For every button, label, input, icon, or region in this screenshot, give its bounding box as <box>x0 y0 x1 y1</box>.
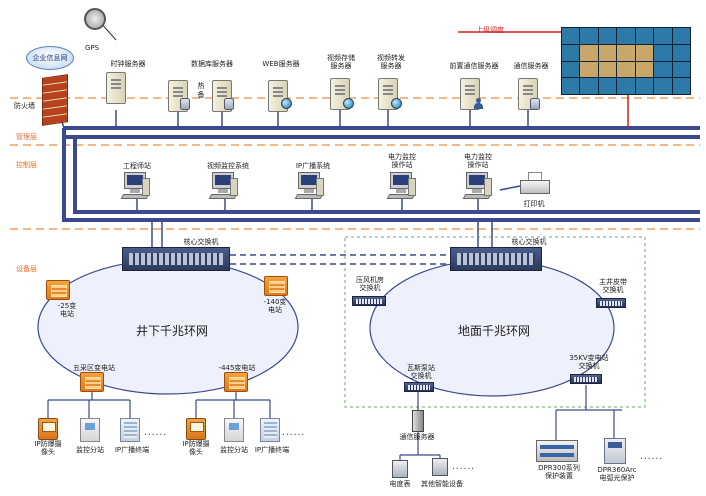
endpoint-label-station-left: 监控分站 <box>76 446 104 454</box>
cloud-icon <box>26 46 74 70</box>
server-icon-clock <box>106 72 126 104</box>
ellipsis-comm: ...... <box>452 462 476 472</box>
switch-label-fan-room: 压风机房 交换机 <box>356 276 384 292</box>
globe-icon <box>281 98 292 109</box>
upper-dispatch-label: 上级调度 <box>476 26 504 34</box>
core-switch-right-label: 核心交换机 <box>511 238 547 246</box>
layer-label-equipment: 设备层 <box>16 265 37 273</box>
printer-label: 打印机 <box>523 200 545 208</box>
layer-label-management: 管理层 <box>16 133 37 141</box>
server-label-clock: 时钟服务器 <box>110 60 146 68</box>
server-label-database: 数据库服务器 <box>191 60 233 68</box>
workstation-video <box>208 172 238 202</box>
broadcast-terminal-icon <box>260 418 280 442</box>
firewall-icon <box>42 74 68 126</box>
workstation-label-engineer: 工程师站 <box>123 162 151 170</box>
database-disk-icon <box>180 98 190 110</box>
dpr300-rack-icon <box>536 440 578 462</box>
monitor-station-icon <box>224 418 244 442</box>
database-disk-icon <box>530 98 540 110</box>
dpr300-label: DPR300系列 保护装置 <box>538 464 580 480</box>
switch-icon-gas-pump <box>404 382 434 392</box>
workstation-label-video: 视频监控系统 <box>207 162 249 170</box>
substation-icon-wucai <box>80 372 104 392</box>
satellite-dish-icon <box>84 8 106 30</box>
endpoint-label-camera-right: IP防爆摄 像头 <box>182 440 210 456</box>
substation-label-445: -445变电站 <box>218 364 256 372</box>
ground-network-boundary <box>344 236 646 408</box>
comm-server-icon <box>412 410 424 432</box>
firewall-label: 防火墙 <box>14 102 35 110</box>
workstation-label-power-1: 电力监控 操作站 <box>388 153 416 169</box>
switch-icon-35kv <box>570 374 602 384</box>
ellipsis-right: ...... <box>282 428 306 438</box>
globe-icon <box>391 98 402 109</box>
endpoint-label-broadcast-left: IP广播终端 <box>114 446 150 454</box>
dpr360-label: DPR360Arc 电弧光保护 <box>597 466 637 482</box>
server-label-video-storage: 视频存储 服务器 <box>327 54 355 70</box>
layer-label-control: 控制层 <box>16 161 37 169</box>
printer-icon <box>520 172 550 198</box>
workstation-label-power-2: 电力监控 操作站 <box>464 153 492 169</box>
ip-camera-icon <box>38 418 58 440</box>
substation-icon-445 <box>224 372 248 392</box>
endpoint-label-camera-left: IP防爆摄 像头 <box>34 440 62 456</box>
enterprise-network-label: 企业信息网 <box>32 54 68 62</box>
workstation-broadcast <box>294 172 324 202</box>
hot-standby-label: 热备 <box>197 82 205 99</box>
meter-icon <box>392 460 408 478</box>
ip-camera-icon <box>186 418 206 440</box>
substation-icon-25 <box>46 280 70 300</box>
workstation-engineer <box>120 172 150 202</box>
comm-server-label: 通信服务器 <box>399 433 435 441</box>
meter-label: 电度表 <box>389 480 411 488</box>
core-switch-right <box>450 247 542 271</box>
substation-icon-140 <box>264 276 288 296</box>
database-disk-icon <box>224 98 234 110</box>
switch-label-belt: 主井皮带 交换机 <box>599 278 627 294</box>
ground-ring-label: 地面千兆环网 <box>458 324 531 338</box>
globe-icon <box>343 98 354 109</box>
server-label-front-comm: 前置通信服务器 <box>449 62 499 70</box>
switch-icon-belt <box>596 298 626 308</box>
gps-label: GPS <box>84 44 100 52</box>
workstation-power-2 <box>462 172 492 202</box>
smart-device-icon <box>432 458 448 476</box>
substation-label-25: -25变 电站 <box>57 302 77 318</box>
switch-icon-fan-room <box>352 296 386 306</box>
underground-ring-label: 井下千兆环网 <box>136 324 209 338</box>
ellipsis-left: ...... <box>144 428 168 438</box>
broadcast-terminal-icon <box>120 418 140 442</box>
monitor-station-icon <box>80 418 100 442</box>
endpoint-label-broadcast-right: IP广播终端 <box>254 446 290 454</box>
server-label-comm: 通信服务器 <box>513 62 549 70</box>
core-switch-left-label: 核心交换机 <box>183 238 219 246</box>
dpr360-relay-icon <box>604 438 626 464</box>
user-icon <box>474 98 483 109</box>
server-label-web: WEB服务器 <box>262 60 300 68</box>
switch-label-35kv: 35KV变电站 交换机 <box>569 354 609 370</box>
smart-device-label: 其他智能设备 <box>421 480 463 488</box>
endpoint-label-station-right: 监控分站 <box>220 446 248 454</box>
core-switch-left <box>122 247 230 271</box>
substation-label-wucai: 五采区变电站 <box>73 364 115 372</box>
workstation-label-broadcast: IP广播系统 <box>295 162 331 170</box>
monitor-icon <box>298 172 320 189</box>
workstation-power-1 <box>386 172 416 202</box>
ellipsis-protection: ...... <box>640 452 664 462</box>
video-wall <box>561 27 691 95</box>
switch-label-gas-pump: 瓦斯泵站 交换机 <box>407 364 435 380</box>
substation-label-140: -140变 电站 <box>263 298 287 314</box>
server-label-video-forward: 视频转发 服务器 <box>377 54 405 70</box>
server-icon-front-comm <box>460 78 480 110</box>
